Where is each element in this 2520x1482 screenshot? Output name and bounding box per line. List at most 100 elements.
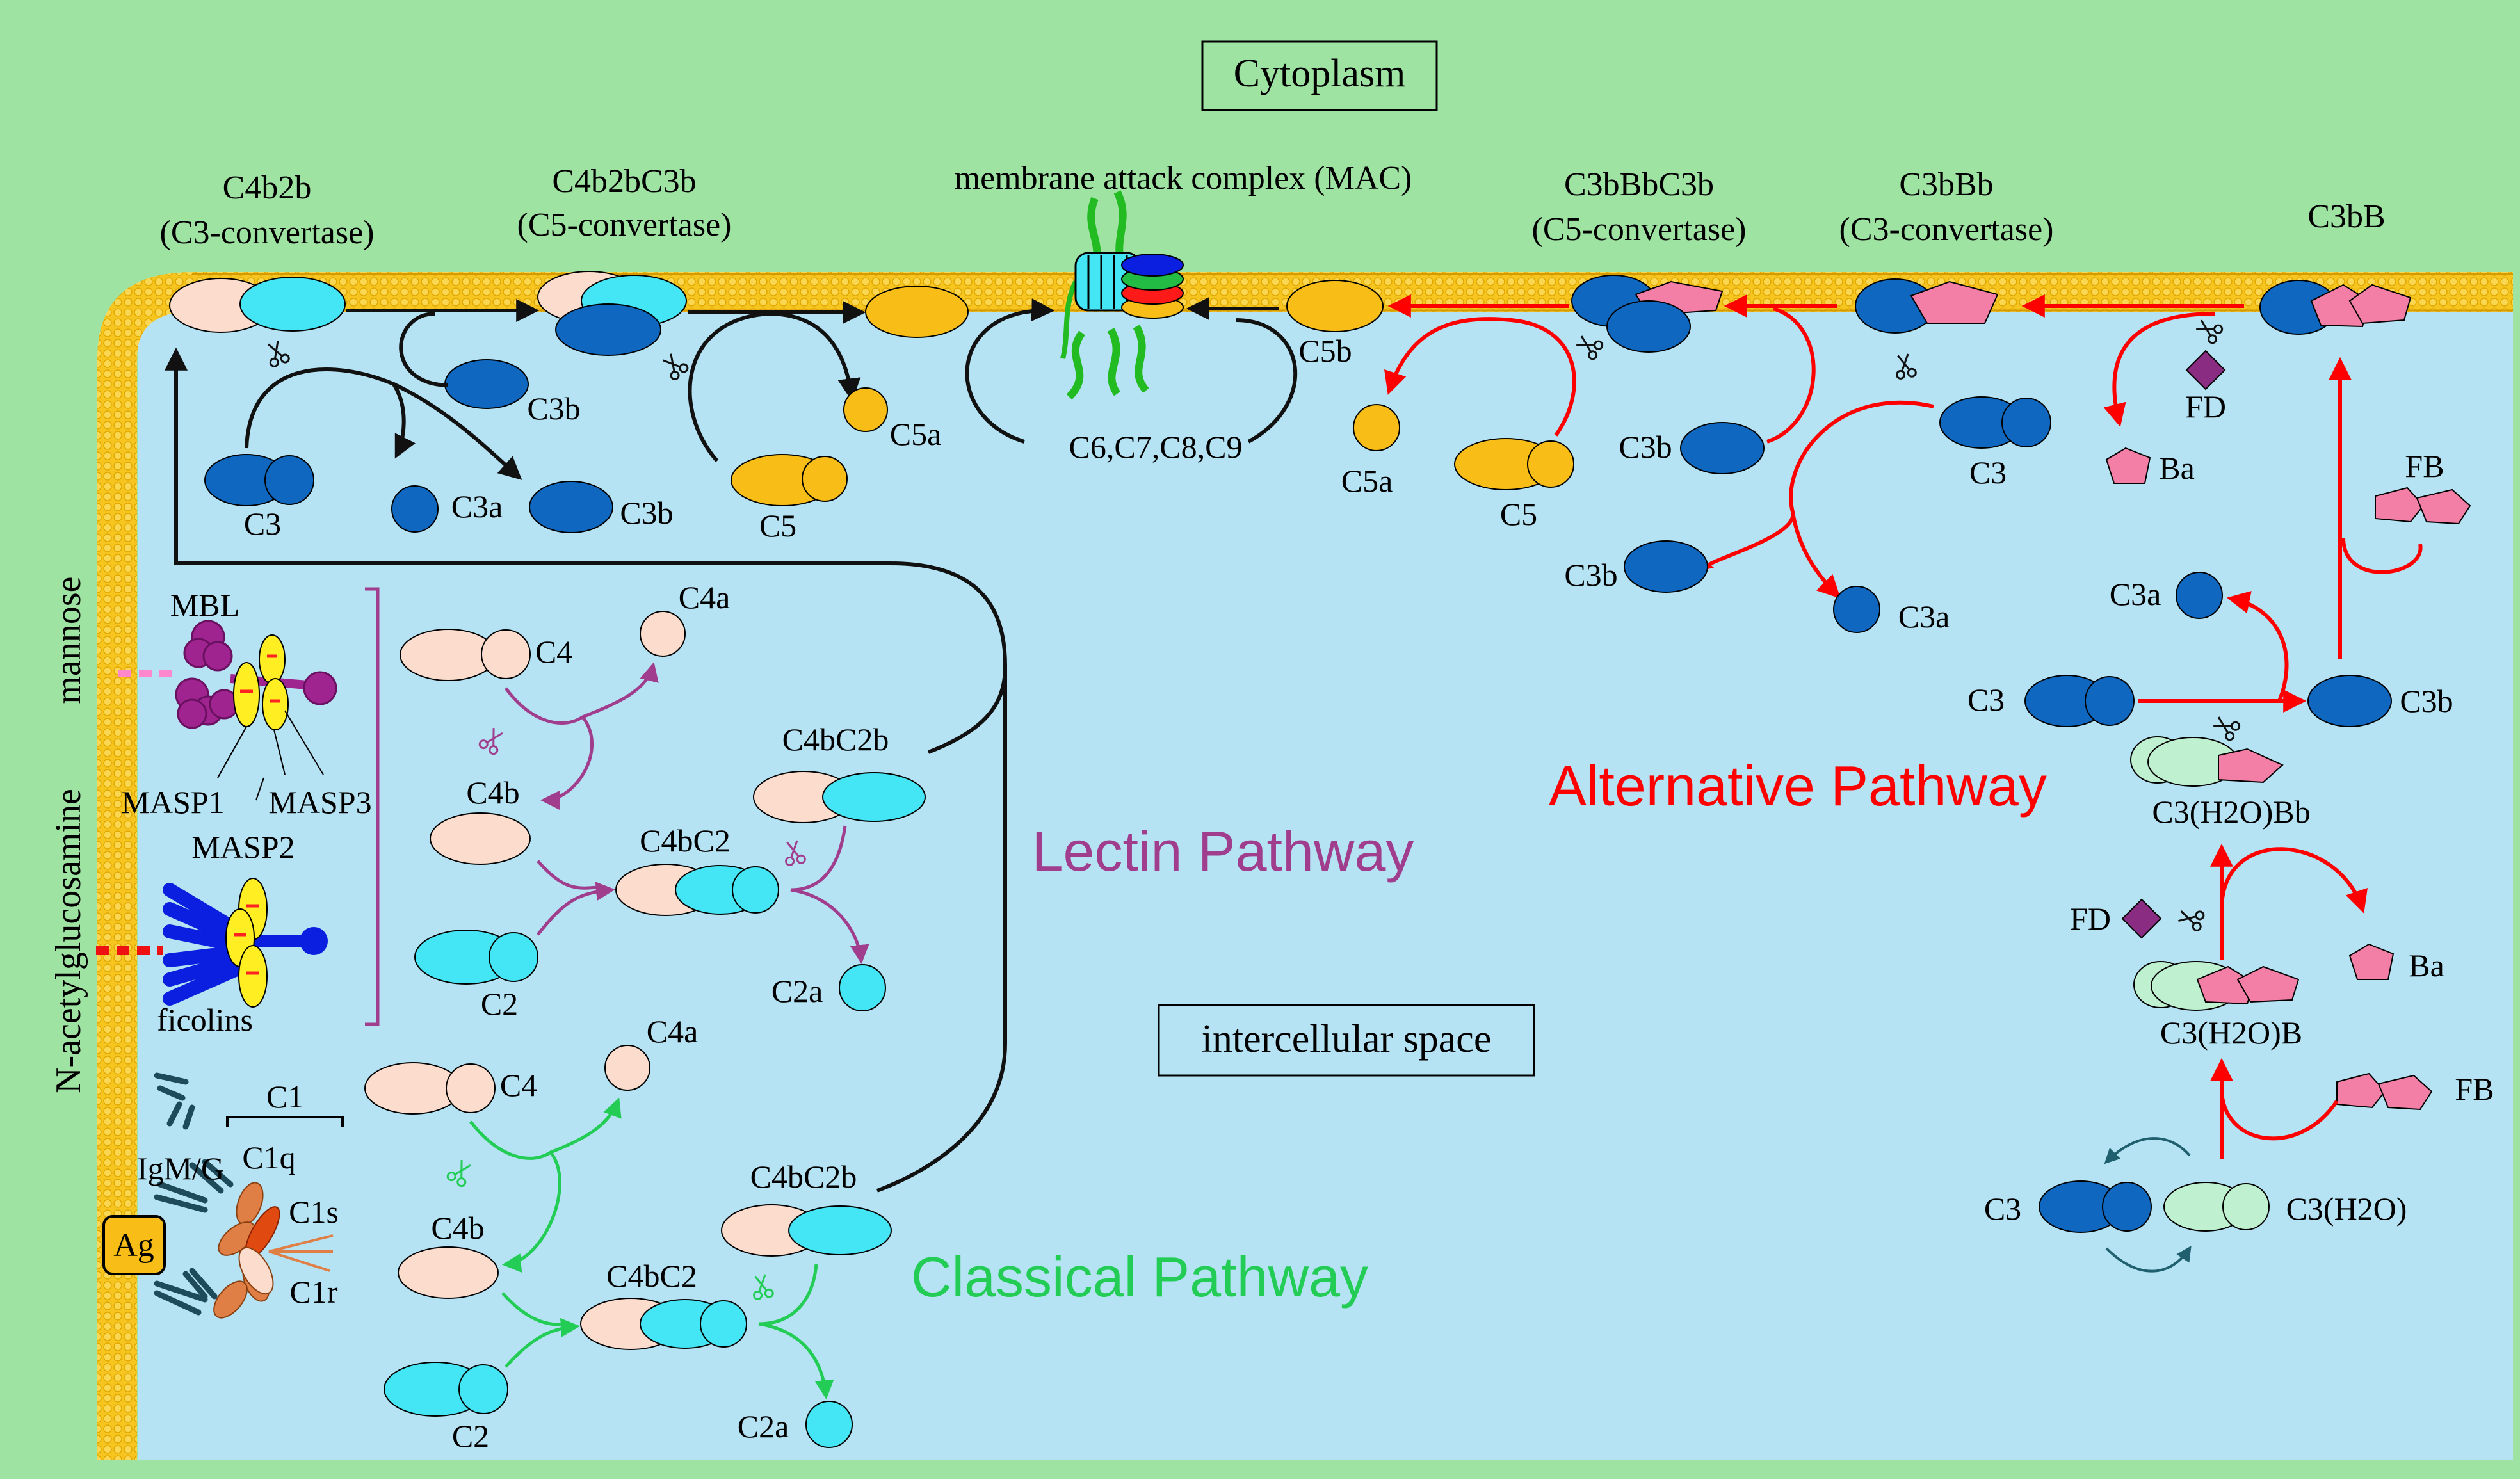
svg-text:C1q: C1q	[242, 1140, 295, 1175]
fd-protein-2	[2121, 898, 2162, 939]
c4bc2b-complex-lectin: C4bC2b	[753, 721, 926, 823]
c2a-protein-lectin	[839, 964, 886, 1011]
c4-protein-classical: C4	[364, 1062, 537, 1115]
arrow-c4bc2-cleavage-lectin	[790, 825, 861, 960]
svg-text:MASP2: MASP2	[191, 829, 295, 865]
arrow-c5-cleavage	[688, 311, 861, 462]
svg-text:C5b: C5b	[1298, 333, 1352, 369]
c3b-protein	[444, 359, 529, 409]
svg-text:C5: C5	[1500, 496, 1537, 532]
arrow-c3b-to-convertase	[399, 312, 449, 387]
arrow-c3-cleavage	[245, 367, 416, 459]
alternative-pathway-label: Alternative Pathway	[1549, 754, 2047, 818]
svg-text:C5: C5	[759, 508, 796, 544]
svg-text:C4bC2: C4bC2	[640, 823, 731, 858]
svg-text:(C5-convertase): (C5-convertase)	[1532, 211, 1747, 248]
svg-text:MASP1: MASP1	[121, 784, 224, 820]
c3b-protein-alt	[1680, 422, 1765, 474]
svg-text:MBL: MBL	[170, 587, 239, 623]
c4bc2b-complex-classical: C4bC2b	[721, 1159, 892, 1257]
svg-text:C3: C3	[1969, 455, 2007, 490]
svg-text:C4b: C4b	[466, 775, 519, 810]
fd-protein	[2185, 350, 2226, 391]
svg-text:C2: C2	[481, 986, 518, 1022]
lectin-bracket	[365, 587, 380, 1026]
svg-text:C3bBbC3b: C3bBbC3b	[1564, 166, 1714, 203]
svg-text:C4b: C4b	[431, 1210, 484, 1246]
svg-text:C3a: C3a	[451, 488, 503, 524]
svg-text:C1r: C1r	[290, 1274, 338, 1310]
c3a-protein	[391, 485, 439, 533]
arrow-c4bc2-cleavage-classical	[758, 1264, 826, 1396]
c3-protein-alt3: C3	[1967, 675, 2135, 727]
svg-text:C3b: C3b	[1619, 429, 1672, 465]
svg-text:FB: FB	[2405, 448, 2444, 484]
fb-protein-2	[2336, 1072, 2433, 1111]
svg-text:C3bB: C3bB	[2307, 198, 2385, 235]
c3b-protein-alt2	[1624, 540, 1708, 593]
svg-text:C4bC2: C4bC2	[606, 1258, 697, 1294]
arrow-to-c4b-lectin	[540, 716, 594, 810]
arrow-c3-cleavage-alt	[1688, 400, 1934, 574]
svg-text:Cytoplasm: Cytoplasm	[1234, 52, 1406, 95]
c3h2ob-complex: C3(H2O)B	[2133, 961, 2302, 1051]
svg-text:FD: FD	[2185, 389, 2226, 424]
c5a-protein	[843, 387, 888, 432]
mac-pore-icon	[1060, 190, 1184, 400]
svg-text:(C5-convertase): (C5-convertase)	[517, 207, 732, 243]
svg-text:C3b: C3b	[527, 391, 580, 426]
c5-protein: C5	[731, 454, 848, 544]
arrow-c3-to-c3b	[392, 382, 522, 480]
svg-text:(C3-convertase): (C3-convertase)	[1839, 211, 2054, 248]
arrow-c6-c9-loop-right	[1235, 318, 1298, 444]
svg-text:C3a: C3a	[2110, 576, 2161, 612]
arrow-to-c3a-alt2	[2226, 591, 2289, 702]
svg-text:IgM/G: IgM/G	[137, 1150, 224, 1186]
svg-text:C3b: C3b	[1564, 557, 1617, 593]
lectin-to-convergence-line	[927, 665, 1007, 754]
svg-text:ficolins: ficolins	[157, 1002, 253, 1038]
c5-protein-alt: C5	[1454, 438, 1574, 532]
svg-text:C4bC2b: C4bC2b	[782, 721, 889, 757]
svg-text:intercellular space: intercellular space	[1202, 1017, 1492, 1061]
intercellular-space-label: intercellular space	[1158, 1004, 1535, 1077]
svg-text:(C3-convertase): (C3-convertase)	[160, 214, 375, 251]
svg-text:C3(H2O)B: C3(H2O)B	[2160, 1015, 2302, 1051]
c3a-protein-alt	[1833, 586, 1880, 633]
svg-text:C3: C3	[1984, 1191, 2021, 1227]
arrow-c4b-c2-to-c4bc2-classical	[501, 1292, 576, 1368]
svg-text:FB: FB	[2455, 1071, 2494, 1107]
svg-text:Ba: Ba	[2159, 450, 2195, 486]
arrow-c5-cleavage-alt	[1384, 317, 1576, 437]
c3a-protein-alt2	[2176, 572, 2223, 619]
c3bb-complex: C3bB	[2259, 198, 2412, 335]
c4-protein-lectin: C4	[400, 629, 572, 681]
arrow-c4b-c2-to-c4bc2-lectin	[537, 860, 611, 936]
svg-text:C3bBb: C3bBb	[1899, 166, 1993, 203]
svg-text:FD: FD	[2070, 901, 2111, 937]
arrow-to-c4b-classical	[502, 1151, 561, 1273]
svg-text:C4a: C4a	[679, 579, 731, 615]
c4b-protein-lectin	[430, 812, 531, 865]
c3b-protein-alt3	[2307, 675, 2392, 727]
c3bbbc3b-complex: C3bBbC3b (C5-convertase)	[1532, 166, 1747, 353]
fb-protein	[2375, 487, 2471, 525]
arrow-c6-c9-loop-left	[965, 298, 1055, 444]
arrow-tickover-back	[2105, 1246, 2192, 1273]
c1-complex: C1 C1q C1s C1r	[213, 1079, 344, 1319]
svg-text:C4b2b: C4b2b	[223, 170, 312, 206]
antigen-box: Ag	[102, 1215, 166, 1275]
arrow-c3bb-cleavage	[2103, 312, 2216, 427]
svg-text:C3b: C3b	[620, 495, 673, 531]
svg-text:C1s: C1s	[289, 1194, 339, 1230]
svg-text:Ba: Ba	[2409, 947, 2444, 983]
c6-c9-label: C6,C7,C8,C9	[1069, 429, 1243, 465]
c3bbb-complex: C3bBb (C3-convertase)	[1839, 166, 2054, 334]
c3-protein: C3	[204, 454, 314, 542]
svg-text:C4a: C4a	[647, 1013, 699, 1049]
svg-text:C1: C1	[266, 1079, 303, 1115]
svg-text:MASP3: MASP3	[268, 784, 371, 820]
svg-text:C3(H2O): C3(H2O)	[2286, 1191, 2407, 1227]
lectin-pathway-label: Lectin Pathway	[1032, 819, 1414, 883]
